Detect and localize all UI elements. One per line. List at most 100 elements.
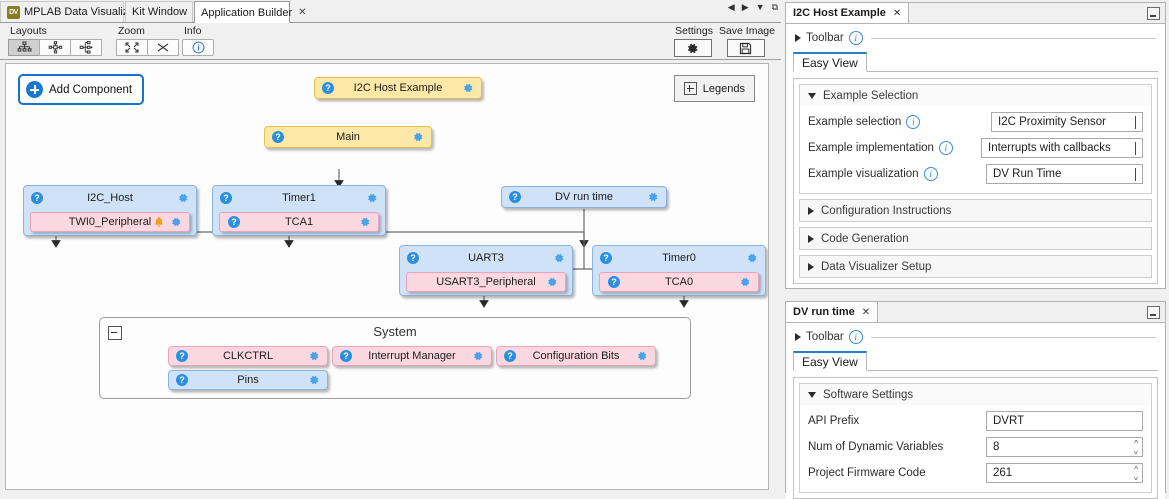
gear-icon[interactable] xyxy=(308,350,320,362)
help-icon[interactable]: ? xyxy=(272,131,284,143)
layout-radial-button[interactable] xyxy=(39,39,71,56)
section-header[interactable]: Configuration Instructions xyxy=(800,200,1151,221)
help-icon[interactable]: ? xyxy=(608,276,620,288)
help-icon[interactable]: ? xyxy=(340,350,352,362)
help-icon[interactable]: ? xyxy=(600,252,612,264)
save-image-button[interactable] xyxy=(726,39,765,57)
tab-easy-view[interactable]: Easy View xyxy=(793,52,867,72)
example-implementation-dropdown[interactable]: Interrupts with callbacks xyxy=(981,138,1143,158)
info-icon[interactable]: i xyxy=(938,141,953,155)
gear-icon[interactable] xyxy=(647,191,659,203)
node-i2c-host[interactable]: ? I2C_Host TWI0_Peripheral xyxy=(23,185,197,236)
layout-tree-down-button[interactable] xyxy=(8,39,40,56)
help-icon[interactable]: ? xyxy=(509,191,521,203)
node-uart3[interactable]: ? UART3 USART3_Peripheral xyxy=(399,245,573,296)
component-graph-canvas[interactable]: Add Component Legends ? I2C Host Example xyxy=(5,63,769,490)
layout-tree-right-button[interactable] xyxy=(70,39,102,56)
gear-icon[interactable] xyxy=(366,192,378,204)
gear-icon[interactable] xyxy=(359,216,371,228)
stepper-arrows-icon[interactable]: ^^ xyxy=(1134,465,1138,482)
toolbar-section-header[interactable]: Toolbar i xyxy=(786,24,1165,49)
section-header[interactable]: Code Generation xyxy=(800,228,1151,249)
node-timer1[interactable]: ? Timer1 ? TCA1 xyxy=(212,185,386,236)
node-dv-run-time[interactable]: ? DV run time xyxy=(501,186,667,208)
collapse-box-icon[interactable] xyxy=(108,326,122,340)
settings-button[interactable] xyxy=(673,39,712,57)
tab-mplab-data-visualizer[interactable]: DV MPLAB Data Visualizer ✕ xyxy=(0,1,153,22)
node-clkctrl[interactable]: ? CLKCTRL xyxy=(168,346,328,366)
legends-button[interactable]: Legends xyxy=(673,75,755,102)
example-selection-dropdown[interactable]: I2C Proximity Sensor xyxy=(991,112,1143,132)
zoom-collapse-button[interactable] xyxy=(147,39,179,56)
help-icon[interactable]: ? xyxy=(504,350,516,362)
add-component-button[interactable]: Add Component xyxy=(18,74,145,105)
gear-icon[interactable] xyxy=(472,350,484,362)
gear-icon[interactable] xyxy=(746,252,758,264)
info-button[interactable] xyxy=(182,39,214,56)
restore-window-icon[interactable]: ⧉ xyxy=(771,2,778,12)
gear-icon[interactable] xyxy=(553,252,565,264)
info-icon[interactable]: i xyxy=(848,330,863,344)
section-label: Code Generation xyxy=(821,232,909,245)
node-tca1[interactable]: ? TCA1 xyxy=(219,212,379,232)
help-icon[interactable]: ? xyxy=(228,216,240,228)
node-label: Configuration Bits xyxy=(532,350,620,362)
example-visualization-dropdown[interactable]: DV Run Time xyxy=(986,164,1143,184)
section-code-generation[interactable]: Code Generation xyxy=(799,227,1152,250)
num-dynamic-variables-stepper[interactable]: 8 ^^ xyxy=(986,437,1143,457)
help-icon[interactable]: ? xyxy=(176,374,188,386)
help-icon[interactable]: ? xyxy=(176,350,188,362)
prev-tab-icon[interactable]: ◀ xyxy=(727,2,735,12)
section-header[interactable]: Example Selection xyxy=(800,85,1151,106)
section-header[interactable]: Data Visualizer Setup xyxy=(800,256,1151,277)
toolbar-section-header[interactable]: Toolbar i xyxy=(786,323,1165,348)
help-icon[interactable]: ? xyxy=(407,252,419,264)
project-firmware-code-stepper[interactable]: 261 ^^ xyxy=(986,463,1143,483)
close-icon[interactable]: ✕ xyxy=(298,6,307,18)
minimize-icon[interactable] xyxy=(1147,7,1160,20)
gear-icon[interactable] xyxy=(412,131,424,143)
tab-easy-view[interactable]: Easy View xyxy=(793,351,867,371)
gear-icon[interactable] xyxy=(462,82,474,94)
info-icon[interactable]: i xyxy=(848,31,863,45)
close-icon[interactable]: ✕ xyxy=(892,7,902,19)
node-i2c-host-example[interactable]: ? I2C Host Example xyxy=(314,77,482,99)
help-icon[interactable]: ? xyxy=(220,192,232,204)
tab-application-builder[interactable]: Application Builder ✕ xyxy=(194,1,307,23)
dock-tab-i2c-host-example[interactable]: I2C Host Example ✕ xyxy=(786,3,910,23)
node-interrupt-manager[interactable]: ? Interrupt Manager xyxy=(332,346,492,366)
dv-logo-icon: DV xyxy=(7,5,20,19)
gear-icon[interactable] xyxy=(177,192,189,204)
close-icon[interactable]: ✕ xyxy=(861,306,871,318)
help-icon[interactable]: ? xyxy=(31,192,43,204)
dock-tab-dv-run-time[interactable]: DV run time ✕ xyxy=(786,302,879,322)
system-group-box[interactable]: System ? CLKCTRL ? xyxy=(99,317,691,399)
node-main[interactable]: ? Main xyxy=(264,126,432,148)
node-label: TCA1 xyxy=(284,216,314,228)
stepper-arrows-icon[interactable]: ^^ xyxy=(1134,439,1138,456)
info-icon[interactable]: i xyxy=(906,115,921,129)
node-tca0[interactable]: ? TCA0 xyxy=(599,272,759,292)
gear-icon[interactable] xyxy=(739,276,751,288)
info-icon[interactable]: i xyxy=(923,167,938,181)
next-tab-icon[interactable]: ▶ xyxy=(741,2,749,12)
section-header[interactable]: Software Settings xyxy=(800,384,1151,405)
gear-icon[interactable] xyxy=(170,216,182,228)
zoom-fit-button[interactable] xyxy=(116,39,148,56)
node-configuration-bits[interactable]: ? Configuration Bits xyxy=(496,346,656,366)
help-icon[interactable]: ? xyxy=(322,82,334,94)
section-data-visualizer-setup[interactable]: Data Visualizer Setup xyxy=(799,255,1152,278)
node-twi0-peripheral[interactable]: TWI0_Peripheral xyxy=(30,212,190,232)
node-pins[interactable]: ? Pins xyxy=(168,370,328,390)
section-configuration-instructions[interactable]: Configuration Instructions xyxy=(799,199,1152,222)
node-timer0[interactable]: ? Timer0 ? TCA0 xyxy=(592,245,766,296)
bell-icon[interactable] xyxy=(153,216,165,228)
gear-icon[interactable] xyxy=(546,276,558,288)
api-prefix-input[interactable]: DVRT xyxy=(986,411,1143,431)
tab-kit-window[interactable]: Kit Window ✕ xyxy=(125,1,201,22)
gear-icon[interactable] xyxy=(308,374,320,386)
node-usart3-peripheral[interactable]: USART3_Peripheral xyxy=(406,272,566,292)
tab-list-icon[interactable]: ▼ xyxy=(755,2,765,12)
minimize-icon[interactable] xyxy=(1147,306,1160,319)
gear-icon[interactable] xyxy=(636,350,648,362)
